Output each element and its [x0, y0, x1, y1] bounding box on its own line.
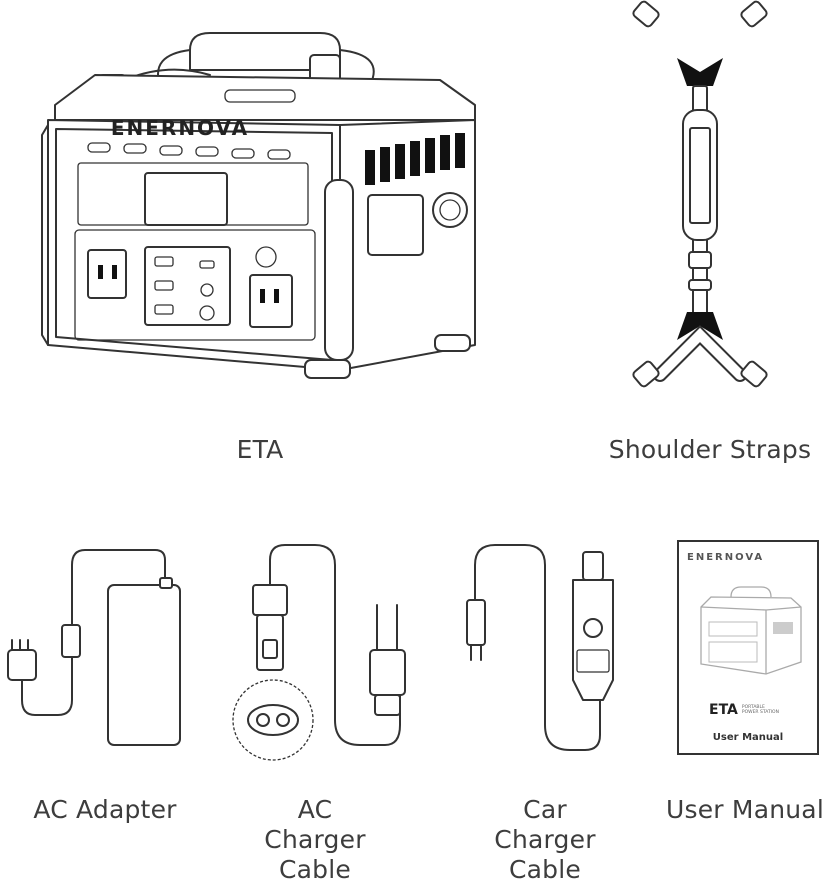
caption-ac-charger-cable: AC Charger Cable [225, 795, 405, 885]
ac-outlet-right [249, 274, 293, 328]
side-grip [324, 179, 354, 361]
usb-dc-panel [144, 246, 231, 326]
device-button-row [87, 142, 291, 160]
caption-ac-charger-cable-text: AC Charger Cable [264, 795, 366, 884]
caption-eta: ETA [236, 435, 284, 464]
caption-car-charger-cable: Car Charger Cable [455, 795, 635, 885]
manual-title-text: User Manual [712, 732, 784, 743]
car-charger-cable-illustration [466, 544, 614, 751]
eta-power-station-illustration: ENERNOVA [41, 32, 476, 379]
manual-product-name: ETA [709, 702, 738, 718]
caption-shoulder-straps: Shoulder Straps [608, 435, 812, 464]
manual-subtitle-line1: PORTABLE [741, 705, 765, 710]
manual-cover-device-icon [700, 586, 802, 675]
ac-adapter-illustration [7, 549, 181, 746]
shoulder-straps-illustration [632, 0, 768, 388]
manual-subtitle-line2: POWER STATION [741, 710, 779, 715]
manual-brand-text: ENERNOVA [687, 552, 765, 563]
caption-user-manual: User Manual [666, 795, 824, 824]
caption-car-charger-cable-text: Car Charger Cable [494, 795, 596, 884]
device-brand-text: ENERNOVA [111, 116, 249, 140]
ac-outlet-left [87, 249, 127, 299]
ac-charger-cable-illustration [232, 544, 406, 761]
user-manual-illustration: ENERNOVA ETA PORTABLE POWER STATION User… [677, 540, 819, 755]
side-vent [365, 133, 465, 185]
caption-ac-adapter: AC Adapter [33, 795, 177, 824]
